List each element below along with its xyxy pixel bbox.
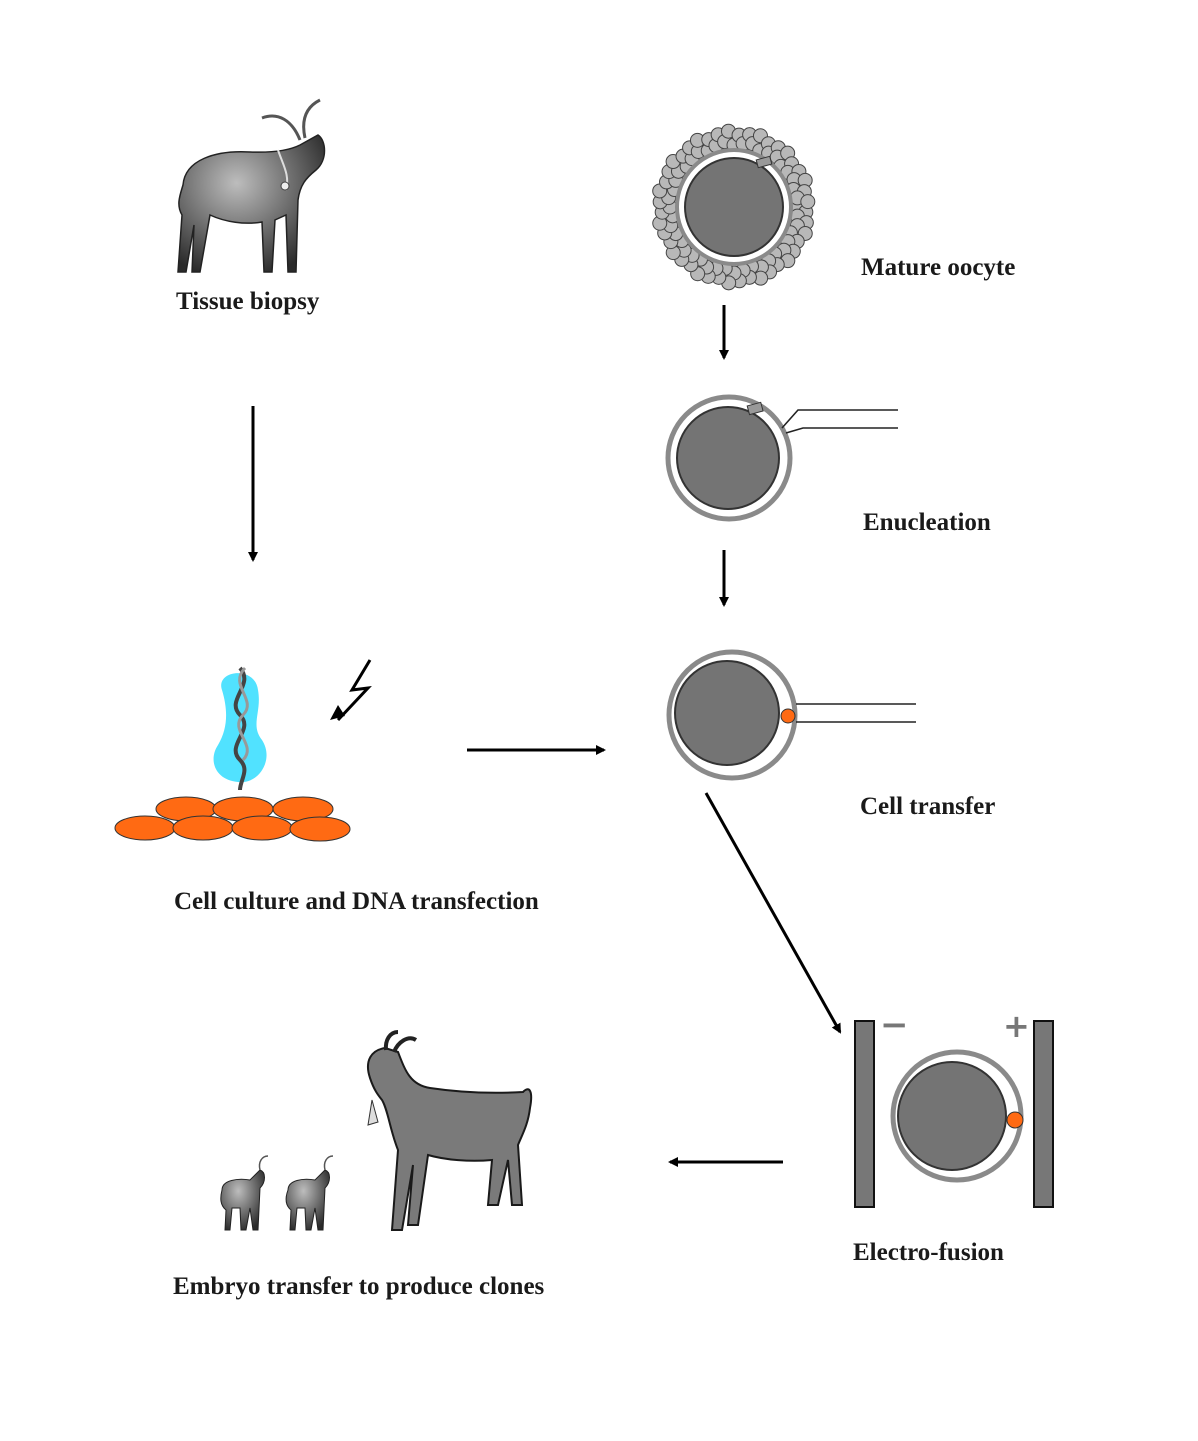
- positive-electrode: [1033, 1020, 1054, 1208]
- donor-cell-icon: [780, 708, 796, 724]
- donor-cell-icon: [1006, 1111, 1024, 1129]
- label-embryo-transfer: Embryo transfer to produce clones: [173, 1273, 545, 1300]
- donor-goat-icon: [177, 98, 326, 273]
- pipette-icon: [781, 409, 898, 434]
- kid-goat-icon-2: [285, 1155, 334, 1231]
- kid-goat-icon-1: [220, 1155, 269, 1231]
- adult-goat-icon: [366, 1030, 533, 1231]
- mature-oocyte-icon: [652, 123, 816, 291]
- cultured-cell: [289, 816, 351, 842]
- label-cell-culture: Cell culture and DNA transfection: [174, 888, 539, 915]
- label-mature-oocyte: Mature oocyte: [861, 254, 1016, 281]
- cumulus-cell: [800, 194, 816, 210]
- cell-transfer-icon: [666, 649, 916, 781]
- label-enucleation: Enucleation: [863, 509, 991, 536]
- cultured-cell: [231, 815, 293, 841]
- positive-symbol: +: [1003, 1007, 1030, 1045]
- label-tissue-biopsy: Tissue biopsy: [176, 288, 320, 315]
- electrofusion-icon: [854, 1020, 1054, 1208]
- cell-culture-icon: [114, 796, 351, 842]
- lightning-icon: [336, 659, 372, 722]
- label-cell-transfer: Cell transfer: [860, 793, 996, 820]
- arrow-cell-transfer-to-electrofusion: [704, 792, 842, 1034]
- dna-transfection-icon: [213, 666, 267, 791]
- cultured-cell: [172, 815, 234, 841]
- negative-electrode: [854, 1020, 875, 1208]
- pipette-icon: [796, 703, 916, 723]
- negative-symbol: −: [880, 1005, 909, 1045]
- cultured-cell: [114, 815, 176, 841]
- enucleation-icon: [665, 394, 898, 522]
- label-electro-fusion: Electro-fusion: [853, 1239, 1004, 1266]
